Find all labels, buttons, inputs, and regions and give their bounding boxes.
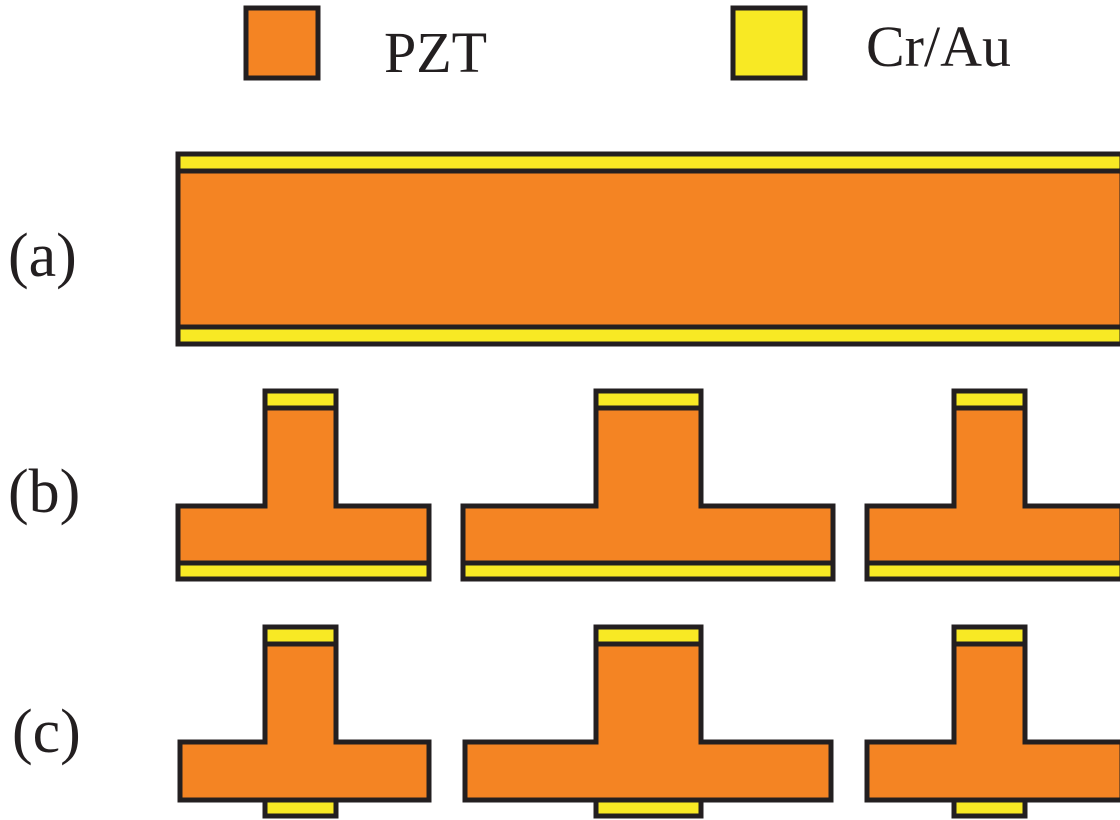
pzt-slab [175, 168, 1120, 330]
legend-swatch-cr-au [730, 5, 808, 81]
bottom-electrode [593, 797, 704, 819]
pzt-t-body [177, 641, 432, 803]
top-electrode [593, 388, 704, 411]
panel-label-a: (a) [8, 222, 77, 290]
bottom-electrode [864, 560, 1120, 582]
bottom-electrode [175, 560, 432, 582]
panel-label-b: (b) [8, 458, 80, 526]
bottom-electrode [262, 797, 339, 819]
top-electrode [593, 624, 704, 647]
legend-label-pzt: PZT [384, 20, 487, 85]
pzt-t-body [460, 405, 836, 566]
t-element-2 [460, 388, 836, 582]
legend-item-cr-au: Cr/Au [730, 5, 1011, 81]
pzt-t-body [864, 641, 1120, 803]
panel-b: (b) [8, 388, 1120, 582]
t-element-2 [462, 624, 834, 819]
legend-item-pzt: PZT [243, 5, 487, 85]
panel-c: (c) [12, 624, 1120, 819]
t-element-1 [175, 388, 432, 582]
legend: PZT Cr/Au [243, 5, 1011, 85]
t-element-3 [864, 388, 1120, 582]
pzt-t-body [864, 405, 1120, 566]
bottom-electrode [460, 560, 836, 582]
bottom-electrode [951, 797, 1028, 819]
t-element-3 [864, 624, 1120, 819]
top-electrode [262, 624, 339, 647]
top-electrode [262, 388, 339, 411]
t-element-1 [177, 624, 432, 819]
legend-swatch-pzt [243, 5, 321, 81]
pzt-t-body [462, 641, 834, 803]
panel-a: (a) [8, 151, 1120, 347]
electrode-top-layer [175, 151, 1120, 174]
panel-label-c: (c) [12, 698, 81, 766]
top-electrode [951, 388, 1028, 411]
legend-label-cr-au: Cr/Au [866, 14, 1011, 79]
top-electrode [951, 624, 1028, 647]
electrode-bottom-layer [175, 324, 1120, 347]
pzt-t-body [175, 405, 432, 566]
